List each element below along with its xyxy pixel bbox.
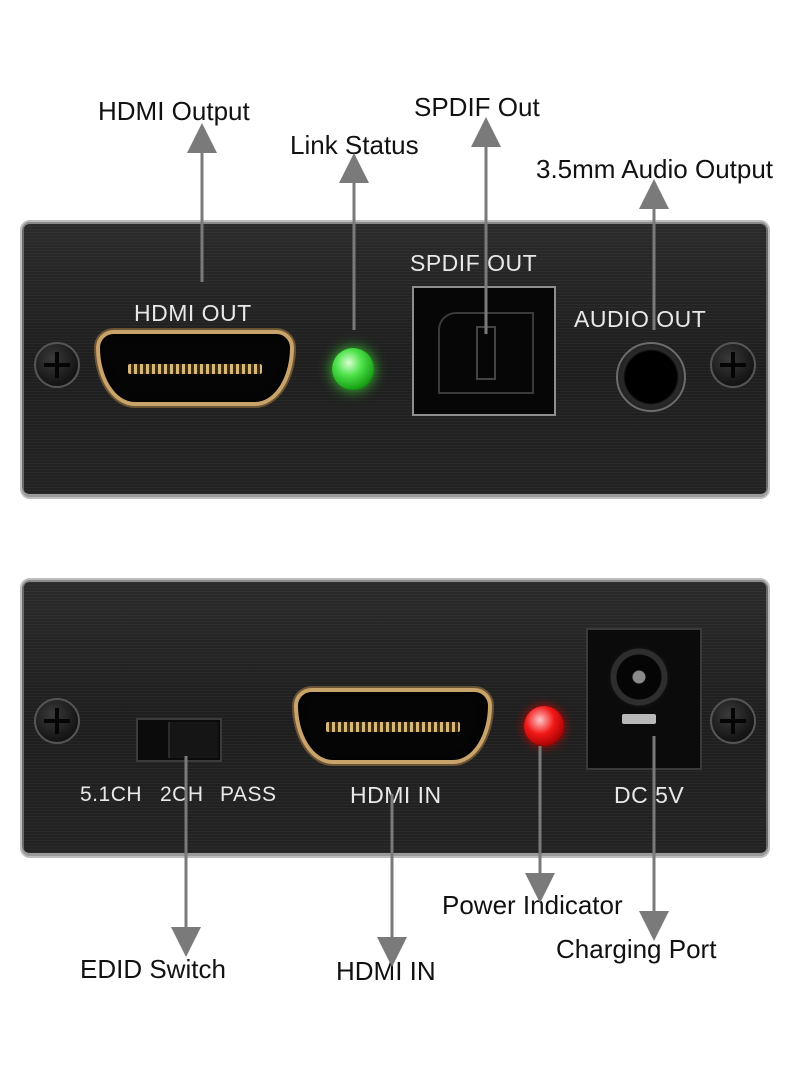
audio-jack-port	[616, 342, 686, 412]
switch-label-pass: PASS	[220, 783, 277, 806]
edid-switch	[136, 718, 222, 762]
switch-label-2ch: 2CH	[160, 783, 204, 806]
dc-5v-label: DC 5V	[614, 782, 685, 808]
spdif-optical-port	[412, 286, 556, 416]
link-status-callout: Link Status	[290, 130, 419, 160]
screw-icon-left	[34, 698, 80, 744]
spdif-out-label: SPDIF OUT	[410, 250, 538, 276]
converter-input-panel: 5.1CH 2CH PASS HDMI IN DC 5V	[20, 578, 770, 858]
hdmi-in-callout: HDMI IN	[336, 956, 436, 986]
hdmi-in-port	[294, 688, 492, 764]
edid-switch-callout: EDID Switch	[80, 954, 226, 984]
screw-icon-right	[710, 698, 756, 744]
hdmi-out-label: HDMI OUT	[134, 300, 252, 326]
dc-power-jack	[586, 628, 702, 770]
switch-label-5-1ch: 5.1CH	[80, 783, 143, 806]
hdmi-out-port	[96, 330, 294, 406]
hdmi-output-callout: HDMI Output	[98, 96, 250, 126]
link-status-led	[332, 348, 374, 390]
audio-out-label: AUDIO OUT	[574, 306, 707, 332]
screw-icon-right	[710, 342, 756, 388]
power-indicator-led	[524, 706, 564, 746]
audio-output-callout: 3.5mm Audio Output	[536, 154, 774, 184]
spdif-out-callout: SPDIF Out	[414, 92, 540, 122]
screw-icon-left	[34, 342, 80, 388]
converter-output-panel: HDMI OUT SPDIF OUT AUDIO OUT	[20, 220, 770, 499]
hdmi-in-label: HDMI IN	[350, 782, 442, 808]
power-indicator-callout: Power Indicator	[442, 890, 623, 920]
charging-port-callout: Charging Port	[556, 934, 717, 964]
